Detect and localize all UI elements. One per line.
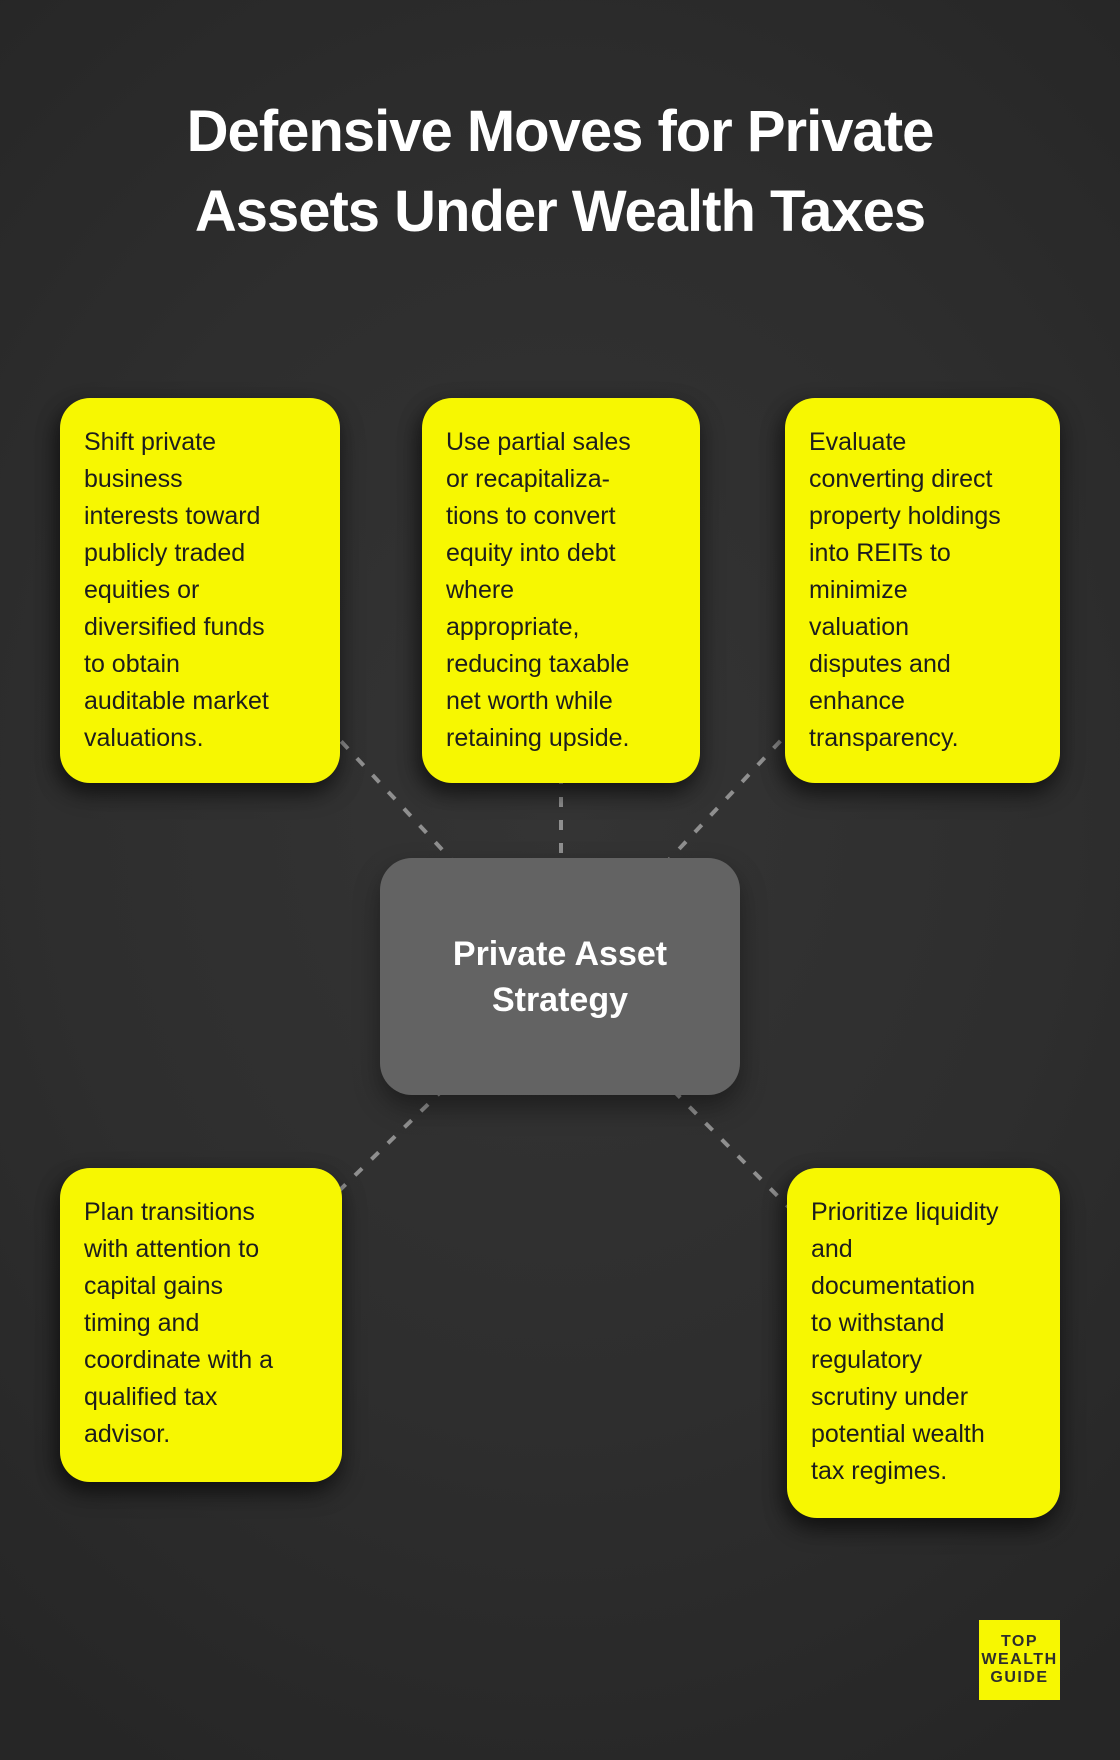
strategy-card-bottom-right: Prioritize liquidity and documentation t…: [787, 1168, 1060, 1518]
strategy-card-top-right: Evaluate converting direct property hold…: [785, 398, 1060, 783]
strategy-card-bottom-left: Plan transitions with attention to capit…: [60, 1168, 342, 1482]
brand-logo: TOP WEALTH GUIDE: [979, 1620, 1060, 1700]
center-node: Private Asset Strategy: [380, 858, 740, 1095]
logo-line-top: TOP: [1000, 1633, 1039, 1650]
connector-bottom-right: [558, 974, 925, 1345]
logo-line-guide: GUIDE: [990, 1669, 1049, 1686]
logo-line-wealth: WEALTH: [981, 1651, 1058, 1668]
page-title: Defensive Moves for Private Assets Under…: [186, 99, 935, 244]
strategy-card-top-left: Shift private business interests toward …: [60, 398, 340, 783]
strategy-card-top-center: Use partial sales or recapitaliza- tions…: [422, 398, 700, 783]
